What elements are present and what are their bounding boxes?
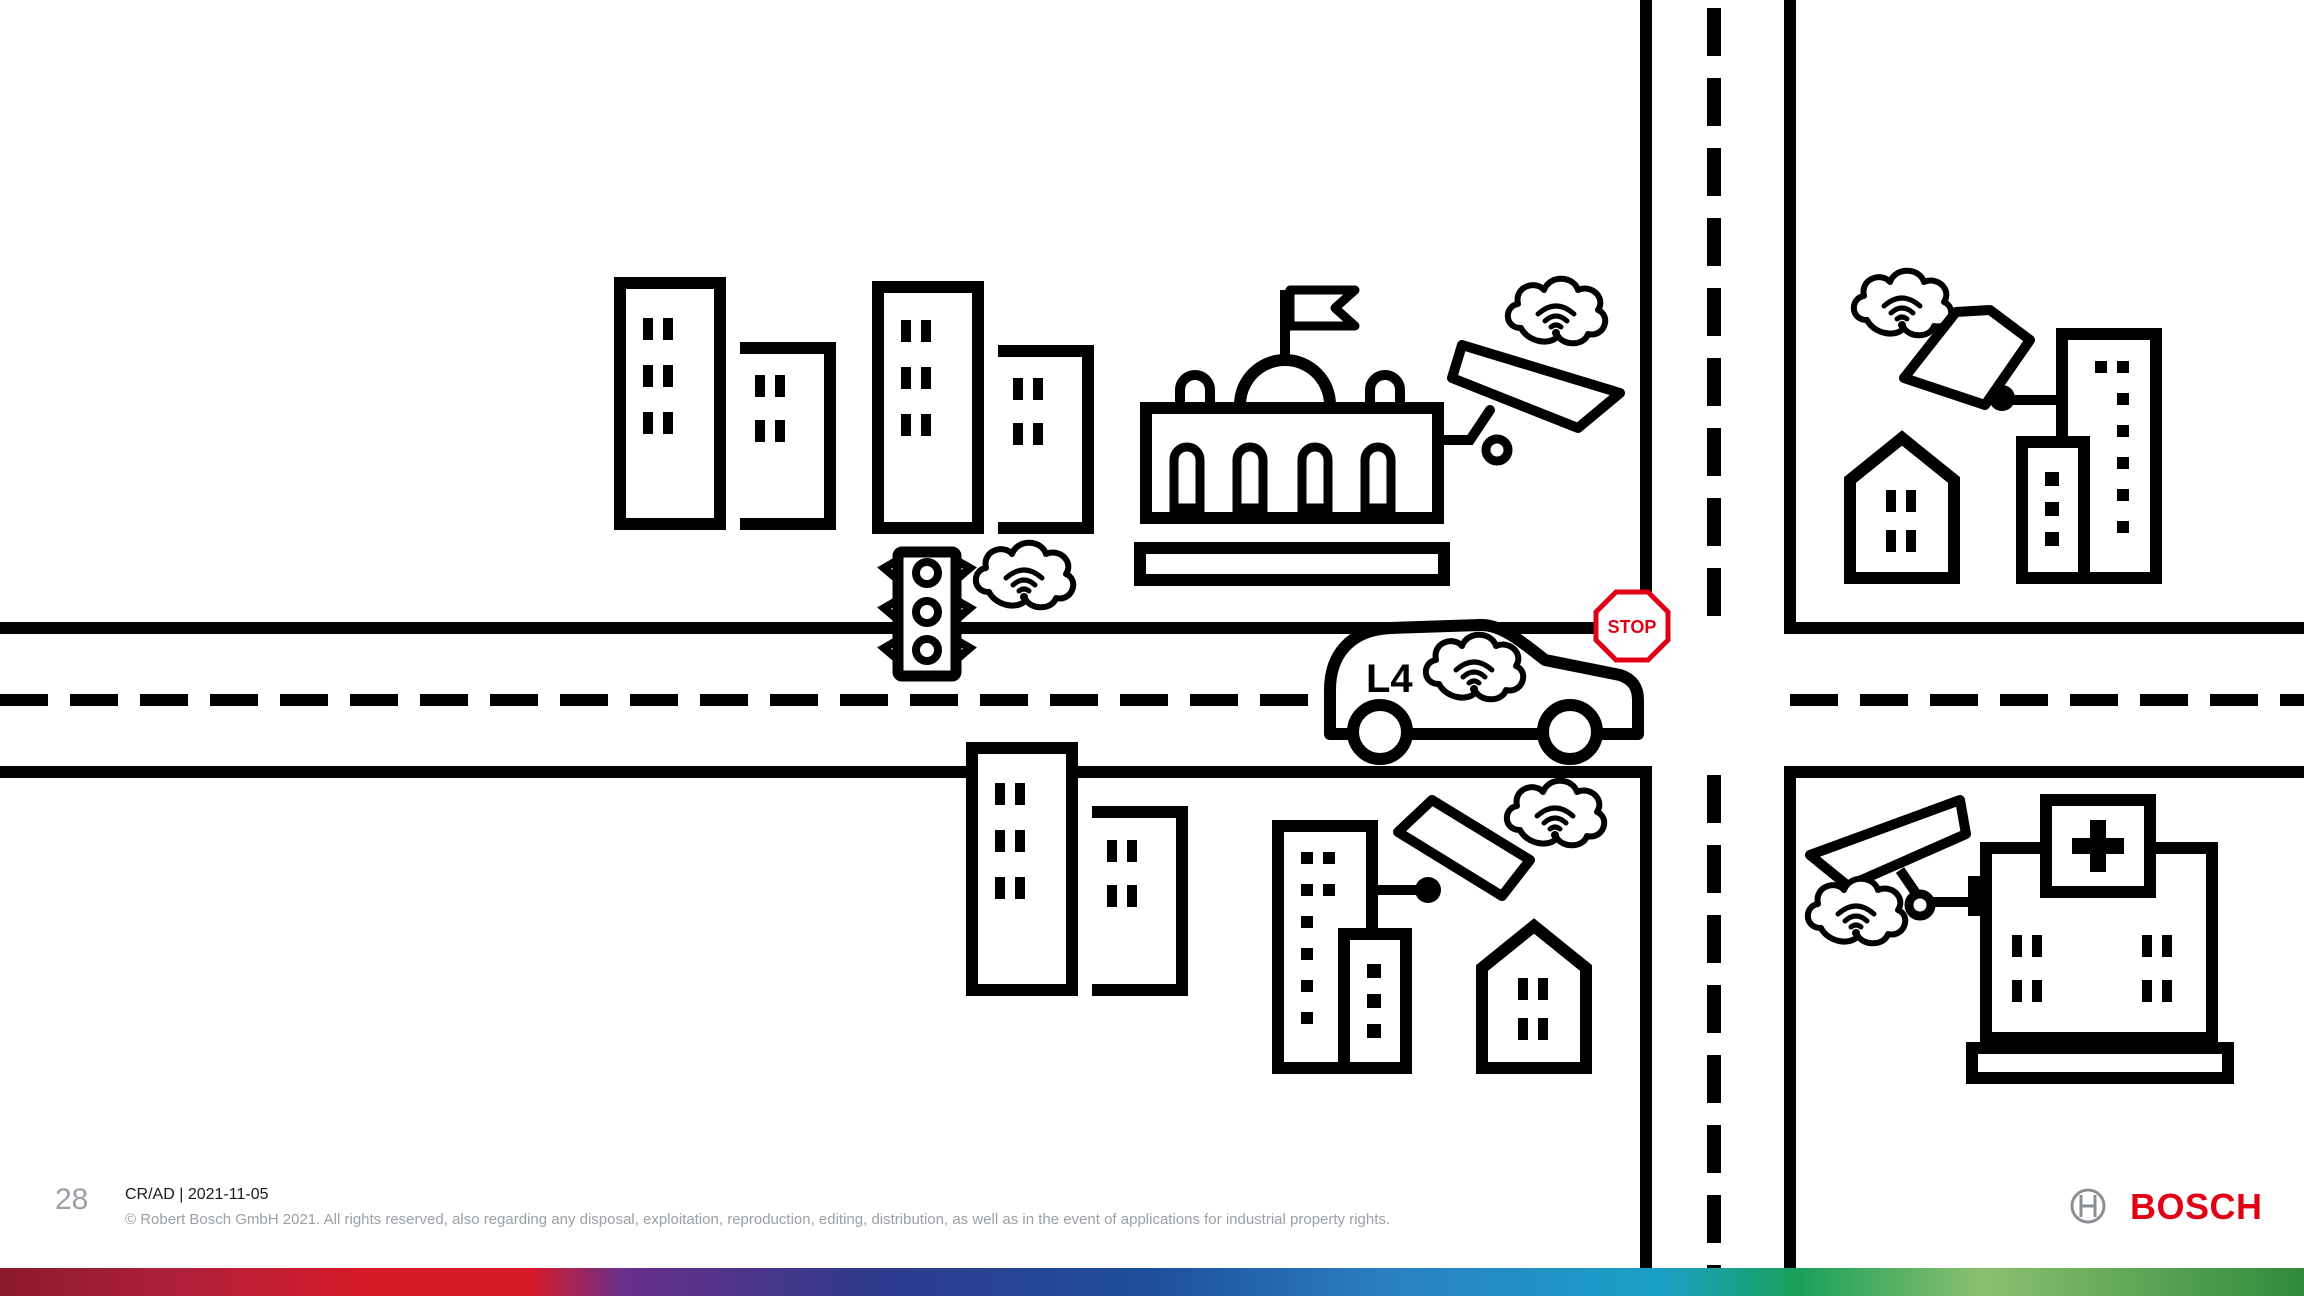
department-date: CR/AD | 2021-11-05 <box>125 1186 268 1204</box>
road-vertical <box>1646 0 1790 1296</box>
wifi-cloud-icon <box>1426 635 1523 700</box>
cctv-camera-icon <box>1440 345 1620 461</box>
wifi-cloud-icon <box>1854 271 1951 336</box>
page-number: 28 <box>55 1183 88 1217</box>
car-autonomy-label: L4 <box>1366 657 1413 701</box>
office-building-icon <box>878 287 1088 528</box>
city-hall-icon <box>1140 290 1444 580</box>
office-building-icon <box>1278 826 1406 1068</box>
stop-sign-text: STOP <box>1608 617 1657 637</box>
office-building-icon <box>2022 334 2156 578</box>
house-icon <box>1850 438 1954 578</box>
brand-color-stripe <box>0 1268 2304 1296</box>
wifi-cloud-icon <box>1808 879 1905 944</box>
copyright-notice: © Robert Bosch GmbH 2021. All rights res… <box>125 1211 1390 1228</box>
wifi-cloud-icon <box>976 543 1073 608</box>
office-building-icon <box>972 748 1182 990</box>
traffic-light-icon <box>884 552 970 676</box>
stop-sign-icon: STOP <box>1596 592 1668 660</box>
bosch-wordmark: BOSCH <box>2130 1186 2263 1228</box>
bosch-armature-icon <box>2070 1188 2106 1224</box>
hospital-icon <box>1972 800 2228 1078</box>
bosch-logo: BOSCH <box>2070 1186 2260 1230</box>
office-building-icon <box>620 283 830 524</box>
road-horizontal <box>0 628 2304 772</box>
wifi-cloud-icon <box>1507 781 1604 846</box>
house-icon <box>1482 926 1586 1068</box>
wifi-cloud-icon <box>1508 279 1605 344</box>
